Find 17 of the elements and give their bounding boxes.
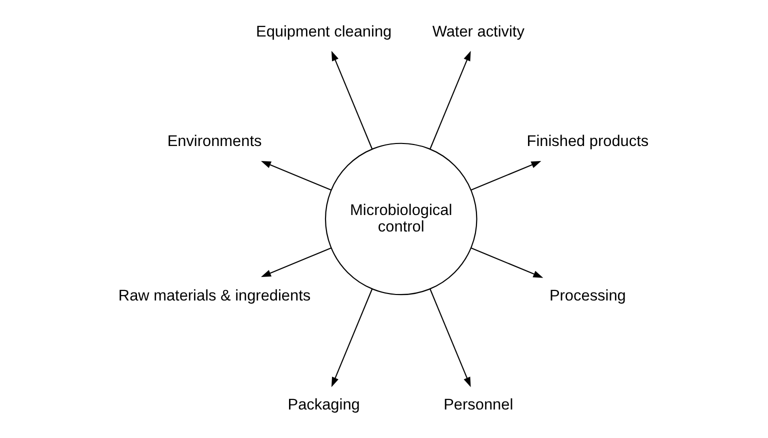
node-circle: Microbiological control — [324, 142, 478, 296]
node-text: Personnel — [444, 396, 514, 414]
node-text: Finished products — [526, 132, 649, 150]
arrow — [261, 160, 332, 191]
node-text: Processing — [550, 287, 626, 304]
arrow — [331, 288, 373, 388]
arrow — [470, 160, 542, 191]
node-text: Raw materials & ingredients — [118, 287, 311, 304]
node-text: Environments — [167, 132, 262, 150]
node-text: Packaging — [288, 396, 360, 414]
node-text: Equipment cleaning — [256, 24, 392, 41]
arrow — [261, 247, 332, 278]
arrow — [331, 50, 373, 150]
arrow — [430, 50, 471, 150]
arrow — [470, 247, 544, 278]
arrow — [430, 288, 471, 388]
node-text: Water activity — [432, 24, 524, 41]
